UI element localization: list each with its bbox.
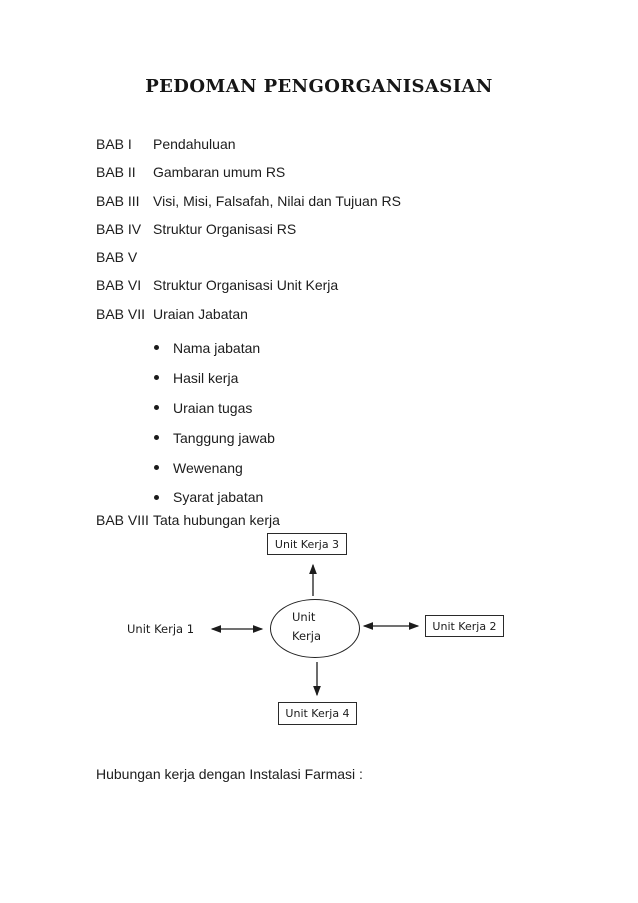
node-label: Unit Kerja 3	[274, 537, 340, 551]
toc-row-bab-6: BAB VI Struktur Organisasi Unit Kerja	[96, 277, 556, 305]
node-label: Unit Kerja 2	[432, 619, 497, 633]
toc-row-bab-1: BAB I Pendahuluan	[96, 136, 556, 164]
toc-bab-label: BAB I	[96, 136, 132, 152]
bullet-text: Syarat jabatan	[173, 489, 264, 506]
bullet-icon	[154, 435, 159, 441]
toc-bab-title: Uraian Jabatan	[153, 305, 248, 322]
ellipse-label-line2: Kerja	[292, 629, 322, 643]
toc-bab-title: Struktur Organisasi RS	[153, 220, 297, 237]
diagram-node-unit-kerja-1: Unit Kerja 1	[127, 622, 195, 636]
toc-row-bab-5: BAB V	[96, 249, 556, 277]
toc-bab-label: BAB VII	[96, 305, 146, 322]
page-title: PEDOMAN PENGORGANISASIAN	[145, 76, 493, 97]
ellipse-label: Unit Kerja	[271, 600, 359, 646]
list-item: Syarat jabatan	[96, 482, 496, 512]
list-item: Hasil kerja	[96, 363, 496, 393]
toc-bab-label: BAB IV	[96, 220, 142, 237]
toc-bab-title: Pendahuluan	[153, 136, 236, 152]
bullet-text: Tanggung jawab	[173, 429, 275, 446]
diagram-node-unit-kerja-3: Unit Kerja 3	[267, 533, 347, 555]
toc-bab-title: Visi, Misi, Falsafah, Nilai dan Tujuan R…	[153, 192, 401, 209]
list-item: Uraian tugas	[96, 393, 496, 423]
bullet-text: Nama jabatan	[173, 339, 261, 356]
diagram-node-unit-kerja-2: Unit Kerja 2	[425, 615, 504, 637]
diagram-center-ellipse: Unit Kerja	[270, 599, 360, 658]
bullet-icon	[154, 494, 159, 500]
diagram-node-unit-kerja-4: Unit Kerja 4	[278, 702, 357, 725]
bullet-text: Uraian tugas	[173, 399, 253, 416]
bullet-icon	[154, 465, 159, 470]
list-item: Wewenang	[96, 453, 496, 483]
toc-bab-label: BAB V	[96, 249, 138, 266]
footer-note: Hubungan kerja dengan Instalasi Farmasi …	[96, 766, 363, 782]
toc-bab-label: BAB VIII	[96, 512, 149, 528]
bullet-text: Hasil kerja	[173, 369, 239, 386]
bullet-icon	[154, 375, 159, 381]
toc-bab-title: Struktur Organisasi Unit Kerja	[153, 277, 339, 294]
toc-bab-title: Gambaran umum RS	[153, 164, 286, 181]
bullet-icon	[154, 405, 159, 411]
node-label: Unit Kerja 4	[285, 707, 350, 720]
bullet-icon	[154, 345, 159, 351]
uraian-jabatan-bullet-list: Nama jabatan Hasil kerja Uraian tugas Ta…	[96, 333, 496, 512]
list-item: Nama jabatan	[96, 333, 496, 363]
toc-row-bab-4: BAB IV Struktur Organisasi RS	[96, 221, 556, 249]
toc-row-bab-8: BAB VIII Tata hubungan kerja	[96, 512, 556, 528]
toc-bab-title: Tata hubungan kerja	[153, 512, 280, 528]
list-item: Tanggung jawab	[96, 423, 496, 453]
toc-row-bab-2: BAB II Gambaran umum RS	[96, 164, 556, 192]
toc-bab-label: BAB II	[96, 164, 136, 181]
toc-bab-label: BAB III	[96, 192, 140, 209]
toc-row-bab-7: BAB VII Uraian Jabatan	[96, 306, 556, 334]
ellipse-label-line1: Unit	[292, 610, 316, 624]
toc-bab-label: BAB VI	[96, 277, 142, 294]
toc-row-bab-3: BAB III Visi, Misi, Falsafah, Nilai dan …	[96, 193, 556, 221]
bullet-text: Wewenang	[173, 459, 243, 476]
toc-list: BAB I Pendahuluan BAB II Gambaran umum R…	[96, 136, 556, 334]
